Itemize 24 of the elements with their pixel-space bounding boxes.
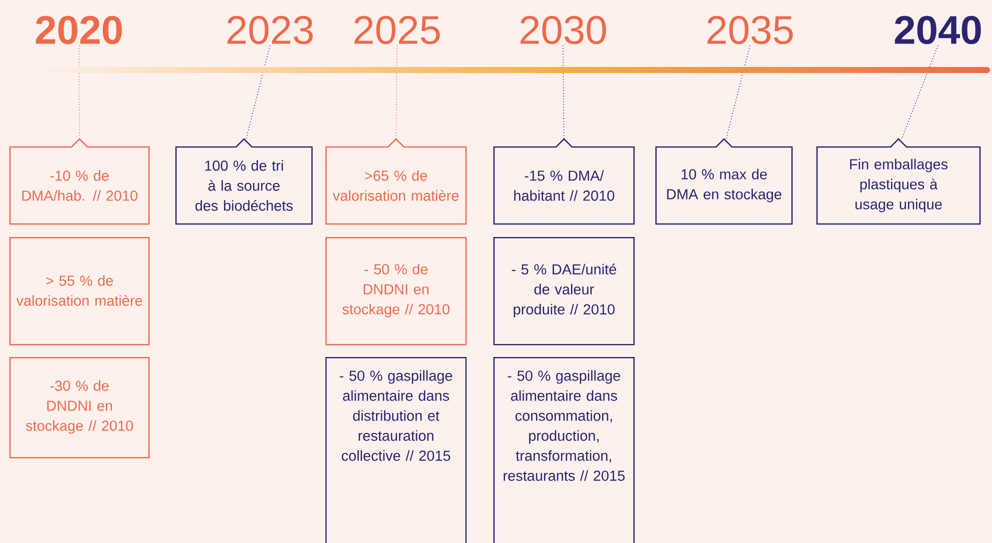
connector-line [246,44,270,140]
target-box: -10 % de DMA/hab. // 2010 [9,138,150,225]
year-label: 2030 [520,16,606,44]
year-label: 2035 [708,16,793,44]
connector-line [562,44,564,140]
target-box: - 50 % gaspillage alimentaire dans consommation, production, transformation, restaurants // 2015 [493,357,635,543]
connector-line [78,44,80,140]
target-box: - 50 % gaspillage alimentaire dans distribution et restauration collective // 2015 [325,357,467,543]
connector-line [396,44,398,140]
target-box: > 55 % de valorisation matière [9,237,150,346]
connector-line [726,44,750,140]
target-box: >65 % de valorisation matière [325,138,467,225]
year-label: 2020 [36,16,122,44]
target-box: -30 % de DNDNI en stockage // 2010 [9,357,150,458]
year-label: 2040 [894,16,981,44]
year-label: 2023 [228,16,313,44]
target-box: 10 % max de DMA en stockage [655,138,793,225]
target-box: - 50 % de DNDNI en stockage // 2010 [325,237,467,346]
connector-line [901,44,938,140]
target-box: -15 % DMA/ habitant // 2010 [493,138,635,225]
year-label: 2025 [354,16,440,44]
target-box: 100 % de tri à la source des biodéchets [175,138,313,225]
target-box: Fin emballages plastiques à usage unique [816,138,981,225]
target-box: - 5 % DAE/unité de valeur produite // 2010 [493,237,635,346]
